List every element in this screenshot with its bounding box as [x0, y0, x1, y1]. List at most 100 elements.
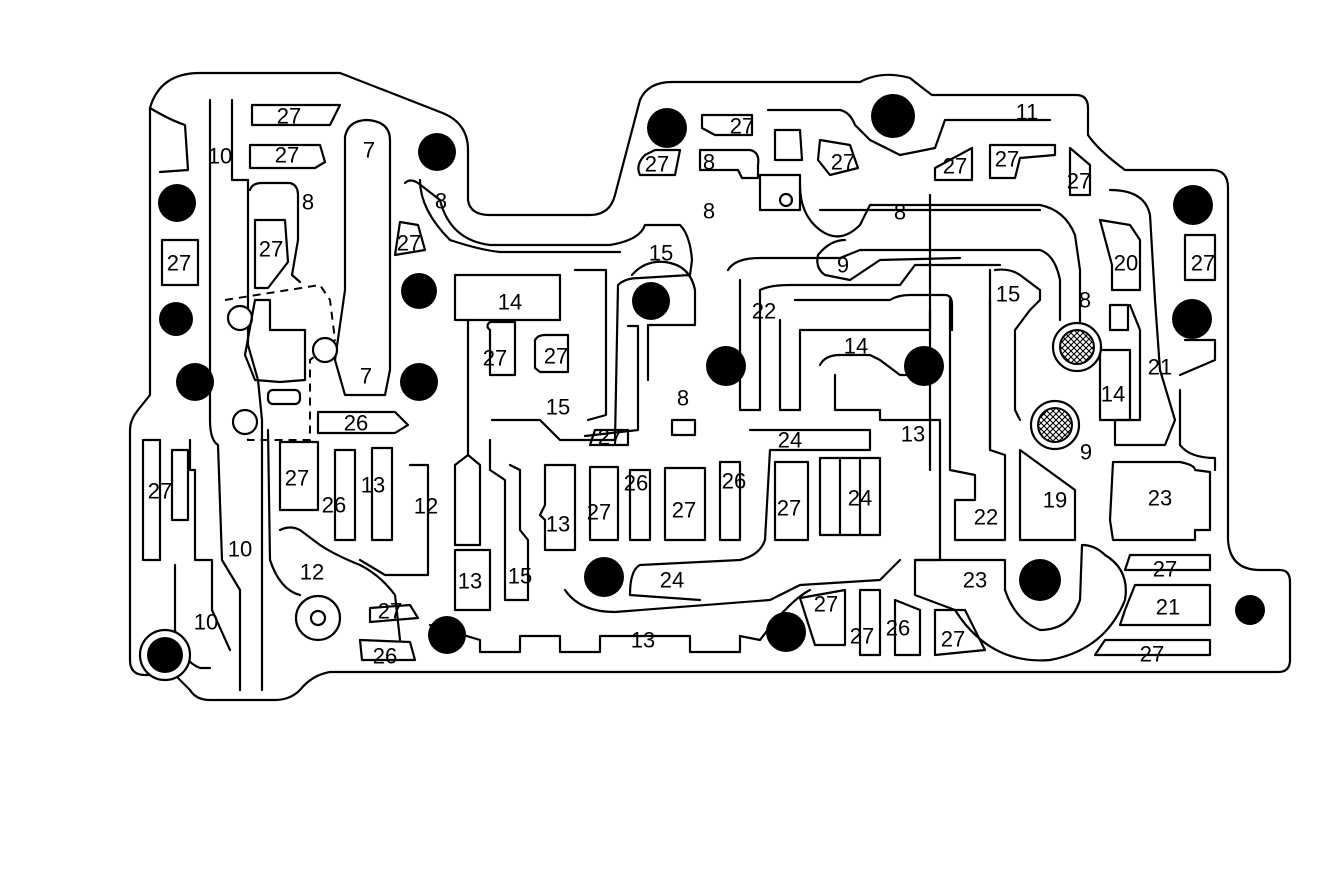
check-ball — [1059, 329, 1095, 365]
bolt-hole — [1173, 185, 1213, 225]
passage-label: 27 — [777, 496, 801, 521]
passage-label: 27 — [1140, 642, 1164, 667]
passage-label: 24 — [778, 428, 802, 453]
passage-label: 22 — [974, 505, 998, 530]
passage-label: 12 — [414, 494, 438, 519]
passage-label: 27 — [831, 150, 855, 175]
bolt-hole — [1235, 595, 1265, 625]
port-slot — [266, 388, 302, 406]
port-ring — [311, 336, 339, 364]
passage-label: 26 — [886, 616, 910, 641]
check-ball-screens — [1029, 321, 1103, 451]
bolt-hole — [706, 346, 746, 386]
passage-label: 27 — [598, 425, 622, 450]
passage-label: 26 — [344, 411, 368, 436]
bolt-hole — [400, 363, 438, 401]
passage-label: 26 — [322, 493, 346, 518]
passage-label: 23 — [1148, 486, 1172, 511]
passage-label: 8 — [677, 386, 689, 411]
passage-label: 27 — [850, 624, 874, 649]
passage-label: 27 — [148, 479, 172, 504]
oil-passages — [141, 98, 1217, 692]
passage-label: 21 — [1156, 595, 1180, 620]
passage-label: 27 — [730, 114, 754, 139]
passage-label: 27 — [1191, 251, 1215, 276]
passage-label: 27 — [1153, 557, 1177, 582]
passage-label: 15 — [996, 282, 1020, 307]
passage-label: 8 — [435, 189, 447, 214]
passage-label: 26 — [624, 471, 648, 496]
passage-label: 26 — [373, 644, 397, 669]
passage-label: 14 — [1101, 382, 1125, 407]
passage-label: 15 — [546, 395, 570, 420]
passage-label: 9 — [837, 253, 849, 278]
passage-label: 10 — [194, 610, 218, 635]
bolt-hole — [1172, 299, 1212, 339]
passage-label: 27 — [285, 466, 309, 491]
passage-label: 13 — [361, 473, 385, 498]
passage-label: 8 — [894, 200, 906, 225]
passage-label: 13 — [458, 569, 482, 594]
passage-label: 8 — [302, 190, 314, 215]
port-ring — [226, 304, 254, 332]
passage-label: 10 — [208, 144, 232, 169]
bolt-hole — [159, 302, 193, 336]
passage-label: 27 — [814, 592, 838, 617]
passage-label: 7 — [360, 364, 372, 389]
passage-label: 23 — [963, 568, 987, 593]
passage-label: 27 — [995, 147, 1019, 172]
bolt-hole — [176, 363, 214, 401]
bolt-hole — [766, 612, 806, 652]
passage-label: 15 — [649, 241, 673, 266]
passage-label: 8 — [703, 199, 715, 224]
bolt-hole — [428, 616, 466, 654]
passage-label: 11 — [1016, 100, 1039, 125]
passage-label: 27 — [943, 154, 967, 179]
port-ring — [231, 408, 259, 436]
passage-label: 8 — [1079, 288, 1091, 313]
bolt-hole — [1019, 559, 1061, 601]
passage-label: 27 — [672, 498, 696, 523]
passage-label: 26 — [722, 469, 746, 494]
passage-label: 8 — [703, 150, 715, 175]
bolt-hole — [904, 346, 944, 386]
passage-label: 19 — [1043, 488, 1067, 513]
bolt-hole — [418, 133, 456, 171]
bolt-hole — [647, 108, 687, 148]
passage-label: 24 — [848, 486, 872, 511]
bolt-hole — [871, 94, 915, 138]
passage-label: 9 — [1080, 440, 1092, 465]
passage-label: 10 — [228, 537, 252, 562]
passage-label: 13 — [546, 512, 570, 537]
passage-label: 14 — [844, 334, 868, 359]
passage-label: 24 — [660, 568, 684, 593]
bolt-hole — [632, 282, 670, 320]
passage-label: 13 — [901, 422, 925, 447]
passage-label: 15 — [508, 564, 532, 589]
passage-label: 20 — [1114, 251, 1138, 276]
bolt-holes — [147, 94, 1265, 673]
passage-label: 27 — [483, 346, 507, 371]
passage-label: 27 — [378, 599, 402, 624]
passage-label: 27 — [941, 627, 965, 652]
passage-label: 22 — [752, 299, 776, 324]
passage-label: 14 — [498, 290, 522, 315]
passage-label: 27 — [397, 231, 421, 256]
passage-label: 27 — [167, 251, 191, 276]
passage-labels: 27 10 27 8 7 27 27 8 8 8 27 27 27 11 27 … — [148, 100, 1215, 669]
passage-label: 21 — [1148, 355, 1172, 380]
passage-label: 27 — [277, 104, 301, 129]
passage-label: 27 — [275, 143, 299, 168]
bolt-hole — [158, 184, 196, 222]
passage-label: 27 — [259, 237, 283, 262]
passage-label: 27 — [645, 152, 669, 177]
check-ball — [1037, 407, 1073, 443]
port-ring — [309, 609, 327, 627]
passage-label: 7 — [363, 138, 375, 163]
passage-label: 27 — [1067, 169, 1091, 194]
port-ring — [778, 192, 794, 208]
passage-label: 12 — [300, 560, 324, 585]
passage-label: 13 — [631, 628, 655, 653]
passage-label: 27 — [544, 344, 568, 369]
